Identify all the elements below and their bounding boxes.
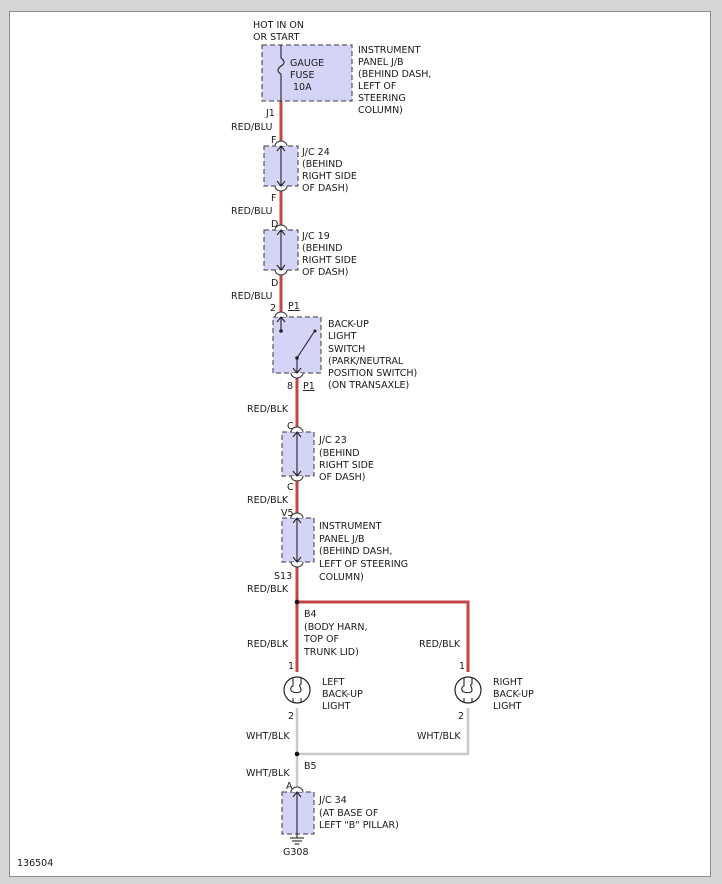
left-light-label-line-1: LEFT (322, 677, 345, 688)
switch-label-line-2: LIGHT (328, 331, 357, 342)
feed-label-line-1: HOT IN ON (253, 20, 304, 31)
jc24-label-line-4: OF DASH) (302, 183, 349, 194)
ipjb-label-line-2: PANEL J/B (319, 534, 365, 545)
gauge-fuse-block: GAUGE FUSE 10A (261, 44, 353, 102)
jc24-label-line-2: (BEHIND (302, 159, 343, 170)
pin-label: 1 (459, 661, 465, 672)
pin-label: V5 (281, 508, 294, 519)
b4-label-line-2: TOP OF (303, 634, 339, 645)
fuse-label-line-2: FUSE (290, 70, 314, 81)
backup-light-switch (272, 311, 322, 379)
pin-label: S13 (274, 571, 292, 582)
wire-color-label: RED/BLK (247, 584, 289, 595)
pin-j1: J1 (265, 108, 275, 119)
jc19-connector (263, 224, 299, 276)
left-light-label-line-2: BACK-UP (322, 689, 363, 700)
diagram-frame (9, 11, 711, 877)
switch-label-line-3: SWITCH (328, 344, 365, 355)
ipjb-label-line-1: INSTRUMENT (319, 521, 382, 532)
jc24-label-line-3: RIGHT SIDE (302, 171, 357, 182)
splice-b4-dot (294, 599, 300, 605)
pin-label: C (287, 421, 294, 432)
right-light-label-line-2: BACK-UP (493, 689, 534, 700)
jc23-label-line-2: (BEHIND (319, 448, 360, 459)
wire-color-label: RED/BLK (247, 404, 289, 415)
jc24-label-line-1: J/C 24 (301, 147, 330, 158)
right-light-label-line-3: LIGHT (493, 701, 522, 712)
pin-label: 8 (287, 381, 293, 392)
wire-color-label: WHT/BLK (417, 731, 461, 742)
jc19-label-line-2: (BEHIND (302, 243, 343, 254)
pin-label: 2 (288, 711, 294, 722)
ground-name: G308 (283, 847, 309, 858)
pin-label: F (271, 193, 276, 204)
jc23-connector (281, 426, 315, 482)
ipjb-label-line-3: (BEHIND DASH, (319, 546, 392, 557)
right-backup-bulb-icon (454, 676, 482, 704)
wire-color-label: RED/BLU (231, 206, 272, 217)
fuse-location-line-1: INSTRUMENT (358, 45, 421, 56)
ipjb-label-line-5: COLUMN) (319, 572, 364, 583)
switch-contact (296, 331, 315, 359)
jc34-label-line-1: J/C 34 (318, 795, 347, 806)
splice-b5-dot (294, 751, 300, 757)
wire-color-label: RED/BLU (231, 291, 272, 302)
b4-label-line-1: (BODY HARN, (304, 622, 368, 633)
jc34-connector (281, 786, 315, 838)
jc23-label-line-3: RIGHT SIDE (319, 460, 374, 471)
figure-id: 136504 (17, 858, 53, 869)
fuse-label-line-3: 10A (293, 82, 312, 93)
jc23-label-line-4: OF DASH) (319, 472, 366, 483)
b4-label-line-3: TRUNK LID) (303, 647, 359, 658)
connector-p1-top: P1 (288, 301, 300, 312)
jc19-label-line-1: J/C 19 (301, 231, 330, 242)
fuse-symbol (277, 45, 285, 101)
wire-color-label: RED/BLU (231, 122, 272, 133)
jc34-label-line-2: (AT BASE OF (319, 808, 378, 819)
connector-p1-bottom: P1 (303, 381, 315, 392)
fuse-location-line-4: LEFT OF (358, 81, 396, 92)
fuse-location-line-6: COLUMN) (358, 105, 403, 116)
wire-color-label: WHT/BLK (246, 731, 290, 742)
switch-label-line-6: (ON TRANSAXLE) (328, 380, 409, 391)
wire-color-label: WHT/BLK (246, 768, 290, 779)
jc34-label-line-3: LEFT "B" PILLAR) (319, 820, 399, 831)
splice-b4-name: B4 (304, 609, 317, 620)
pin-label: D (271, 219, 278, 230)
pin-label: 2 (270, 303, 276, 314)
ipjb-label-line-4: LEFT OF STEERING (319, 559, 408, 570)
right-light-label-line-1: RIGHT (493, 677, 523, 688)
ground-icon (290, 837, 304, 845)
wire-color-label: RED/BLK (247, 495, 289, 506)
left-backup-bulb-icon (283, 676, 311, 704)
jc19-label-line-3: RIGHT SIDE (302, 255, 357, 266)
pin-label: 2 (458, 711, 464, 722)
pin-label: 1 (288, 661, 294, 672)
pin-label: D (271, 278, 278, 289)
fuse-location-line-5: STEERING (358, 93, 406, 104)
feed-label-line-2: OR START (253, 32, 300, 43)
jc19-label-line-4: OF DASH) (302, 267, 349, 278)
switch-label-line-5: POSITION SWITCH) (328, 368, 417, 379)
fuse-location-line-3: (BEHIND DASH, (358, 69, 431, 80)
wire-b4-to-right-light (297, 600, 470, 672)
pin-label: F (271, 135, 276, 146)
switch-label-line-1: BACK-UP (328, 319, 369, 330)
fuse-location-line-2: PANEL J/B (358, 57, 404, 68)
splice-b5-name: B5 (304, 761, 317, 772)
switch-label-line-4: (PARK/NEUTRAL (328, 356, 404, 367)
ipjb-connector (281, 512, 315, 568)
pin-label: A (286, 781, 293, 792)
wire-color-label: RED/BLK (419, 639, 461, 650)
wire-right-light-to-b5 (297, 708, 470, 756)
pin-label: C (287, 482, 294, 493)
left-light-label-line-3: LIGHT (322, 701, 351, 712)
wire-color-label: RED/BLK (247, 639, 289, 650)
jc23-label-line-1: J/C 23 (318, 435, 347, 446)
jc24-connector (263, 140, 299, 192)
fuse-label-line-1: GAUGE (290, 58, 324, 69)
